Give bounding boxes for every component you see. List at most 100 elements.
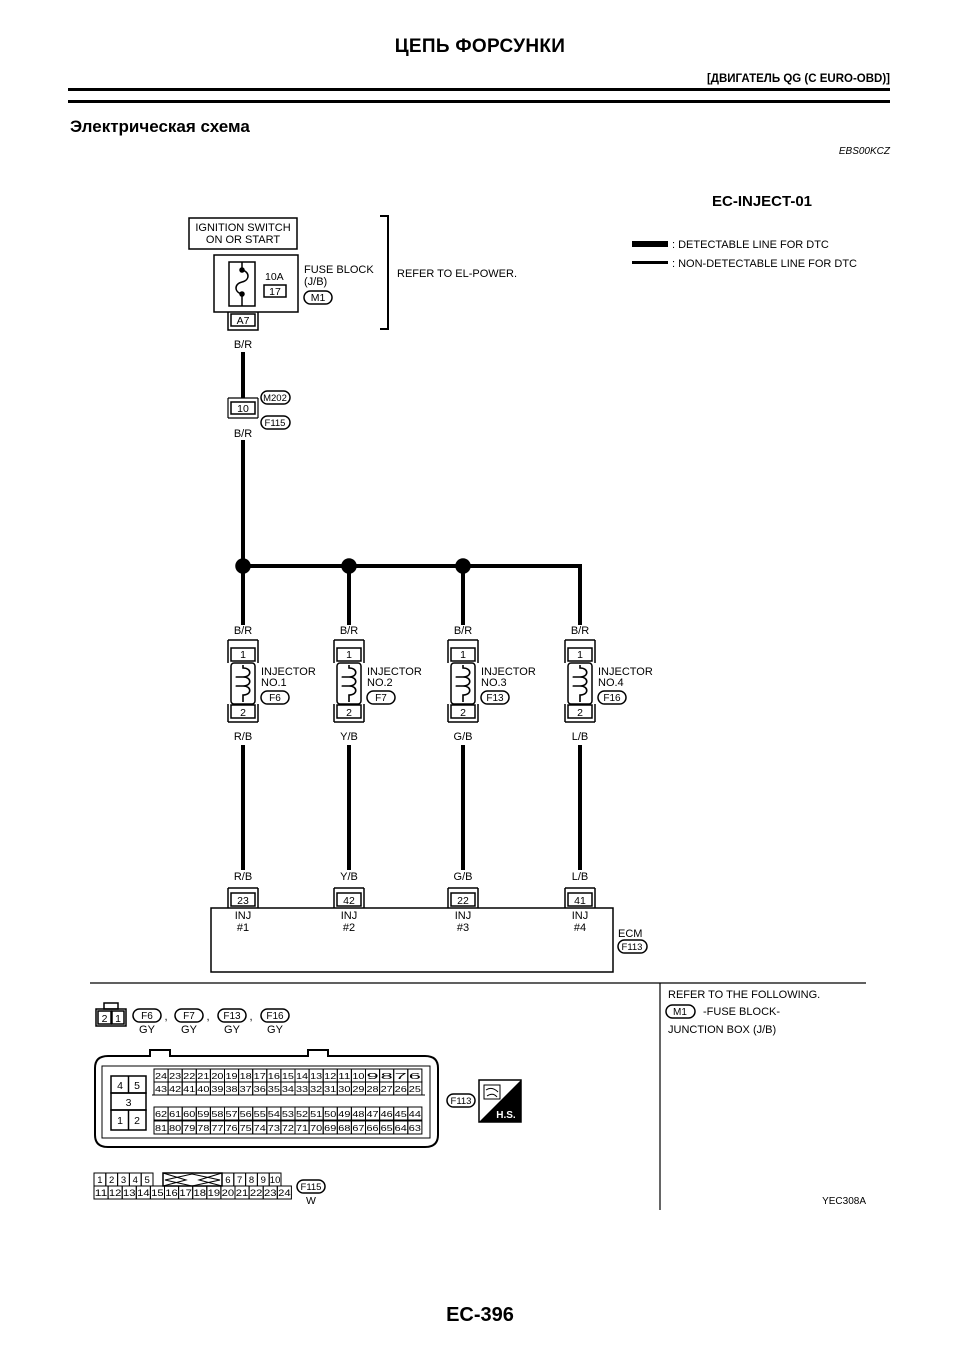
injector-connector-list-id: F16 (266, 1011, 284, 1022)
injector-connector-face (95, 1008, 127, 1027)
injector-connector-latch (103, 1002, 119, 1010)
ecm-connector-pin: 47 (367, 1109, 379, 1119)
joint-connector-b: F115 (265, 418, 286, 429)
header-rule-top (68, 88, 890, 91)
ecm-connector-pin: 38 (226, 1084, 238, 1094)
ecm-connector-pin: 23 (169, 1071, 181, 1081)
ecm-connector-pin: 16 (268, 1071, 280, 1081)
page-subtitle: [ДВИГАТЕЛЬ QG (С EURO-OBD)] (706, 73, 890, 85)
ecm-connector-pin: 18 (240, 1071, 252, 1081)
main-wire-color-top: B/R (234, 339, 252, 351)
injector-wire-out-color: R/B (234, 731, 252, 743)
f115-pin: 4 (133, 1175, 138, 1186)
ecm-connector-pin: 68 (338, 1123, 350, 1133)
ecm-connector-pin: 26 (395, 1084, 407, 1094)
ecm-connector-face (94, 1049, 439, 1148)
ecm-connector-pin: 46 (381, 1109, 393, 1119)
f115-connector-tag (296, 1179, 326, 1194)
ecm-connector-pin: 71 (296, 1123, 308, 1133)
f115-pin: 19 (208, 1188, 221, 1198)
f115-pin: 5 (144, 1175, 149, 1186)
ecm-connector-pin: 66 (367, 1123, 379, 1133)
fuse-block-label: FUSE BLOCK (304, 264, 374, 276)
ecm-connector-pin: 49 (338, 1109, 350, 1119)
svg-text:,: , (206, 1011, 209, 1023)
ecm-connector-pin: 30 (338, 1084, 350, 1094)
fuse-terminal: A7 (237, 315, 250, 327)
section-code: EBS00KCZ (838, 146, 890, 157)
injector-body (336, 662, 362, 705)
ecm-box (210, 907, 614, 973)
ecm-connector-pin: 50 (324, 1109, 336, 1119)
ecm-small-pin: 4 (117, 1080, 123, 1092)
injector-name: INJECTOR (261, 666, 316, 678)
ignition-switch-box (188, 217, 298, 250)
ecm-connector-pin: 11 (338, 1071, 350, 1081)
fuse-connector-id: M1 (311, 292, 326, 304)
ecm-connector-pin: 81 (155, 1123, 167, 1133)
ecm-connector-pin: 48 (352, 1109, 364, 1119)
ecm-pin-sub: #2 (343, 922, 355, 934)
f115-pin: 7 (237, 1175, 242, 1186)
f115-pin: 18 (194, 1188, 207, 1198)
ecm-connector-pin: 29 (352, 1084, 364, 1094)
ecm-connector-pin: 62 (155, 1109, 167, 1119)
ecm-connector-pin: 14 (296, 1071, 308, 1081)
f115-pin: 17 (179, 1188, 192, 1198)
injector-connector-id: F13 (486, 693, 504, 704)
f115-pin: 20 (222, 1188, 235, 1198)
ecm-connector-pin: 6 (409, 1071, 422, 1081)
injector-wire-out-color: Y/B (340, 731, 358, 743)
ecm-connector-pin: 77 (211, 1123, 223, 1133)
injector-connector-tag (260, 690, 290, 705)
injector-connector-list-color: GY (139, 1024, 156, 1036)
ecm-connector-pin: 22 (183, 1071, 195, 1081)
injector-connector-list-color: GY (181, 1024, 198, 1036)
injector-number: NO.4 (598, 677, 624, 689)
ecm-pin-sub: #4 (574, 922, 586, 934)
ecm-pin-label: INJ (572, 910, 589, 922)
ecm-small-pin: 1 (117, 1115, 123, 1127)
injector-connector-id: F6 (269, 693, 281, 704)
injector-connector-list-tag (174, 1008, 204, 1023)
ecm-wire-color: Y/B (340, 871, 358, 883)
injector-connector-pin: 2 (102, 1013, 108, 1025)
ecm-pin-label: INJ (455, 910, 472, 922)
injector-name: INJECTOR (481, 666, 536, 678)
f115-pin: 2 (109, 1175, 114, 1186)
ignition-line2: ON OR START (206, 234, 280, 246)
joint-connector-b-tag (260, 415, 291, 430)
ecm-connector-pin: 19 (226, 1071, 238, 1081)
page-title: ЦЕПЬ ФОРСУНКИ (394, 36, 566, 57)
ecm-connector-pin: 15 (282, 1071, 294, 1081)
ecm-connector-pin: 33 (296, 1084, 308, 1094)
ecm-connector-pin: 70 (310, 1123, 322, 1133)
ecm-connector-pin: 43 (155, 1084, 167, 1094)
ecm-connector-pin: 41 (183, 1084, 195, 1094)
ecm-connector-pin: 20 (211, 1071, 223, 1081)
injector-pin-bottom: 2 (460, 707, 466, 719)
ecm-wire-color: R/B (234, 871, 252, 883)
harness-side-icon: H.S. (478, 1079, 522, 1123)
joint-connector-a: M202 (263, 393, 287, 404)
ecm-connector-pin: 28 (367, 1084, 379, 1094)
ecm-connector-pin: 32 (310, 1084, 322, 1094)
f115-pin: 21 (236, 1188, 249, 1198)
ecm-pin-sub: #3 (457, 922, 469, 934)
ecm-connector-pin: 60 (183, 1109, 195, 1119)
ecm-face-connector-tag (446, 1093, 476, 1108)
injector-connector-list-id: F7 (183, 1011, 195, 1022)
ecm-connector-pin: 67 (352, 1123, 364, 1133)
refer-bracket (380, 215, 389, 330)
f115-pin: 22 (250, 1188, 263, 1198)
ecm-connector-pin: 45 (395, 1109, 407, 1119)
injector-wire-out-color: L/B (572, 731, 589, 743)
injector-connector-list-color: GY (224, 1024, 241, 1036)
injector-name: INJECTOR (598, 666, 653, 678)
ecm-connector-pin: 24 (155, 1071, 167, 1081)
injector-connector-list-tag (260, 1008, 290, 1023)
injector-wire-in-color: B/R (454, 625, 472, 637)
ecm-connector-pin: 40 (197, 1084, 209, 1094)
fuse-terminal-box (230, 313, 256, 327)
